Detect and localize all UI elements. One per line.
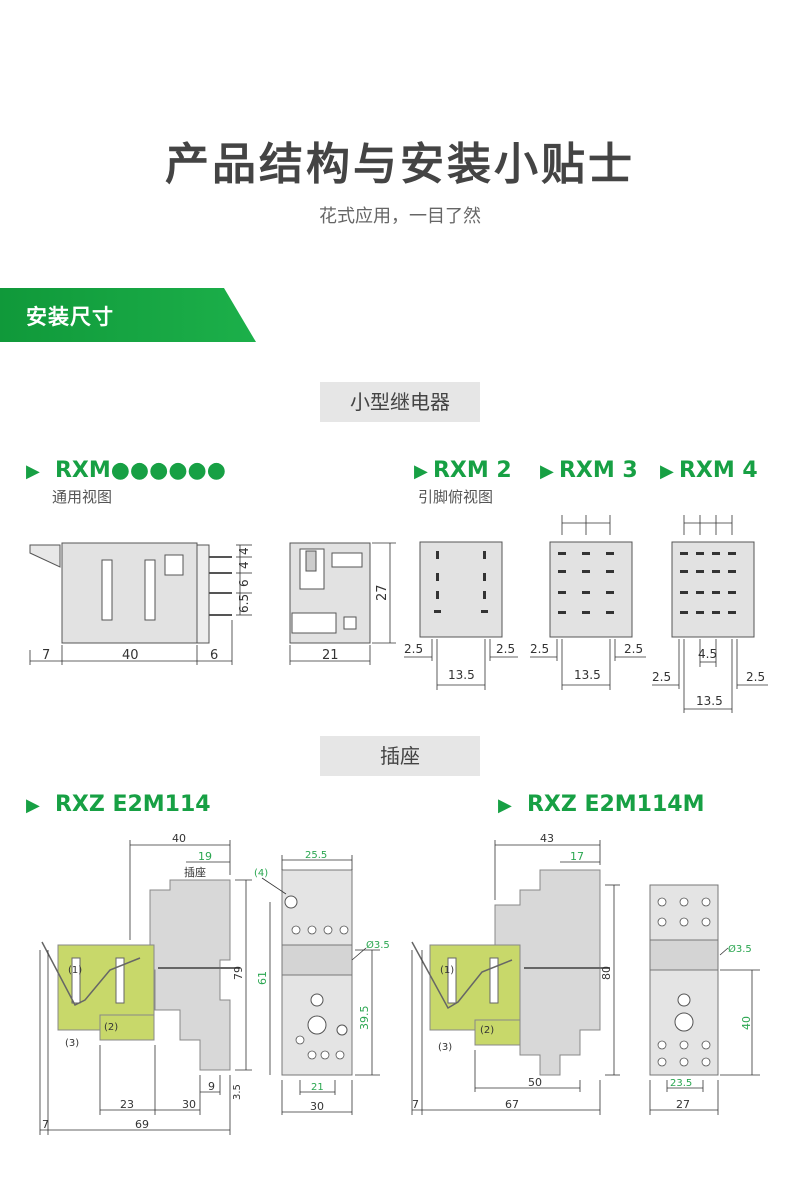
dim-r-17: 17 [570,850,584,863]
dim-side-7: 7 [42,648,50,663]
dim-l-69: 69 [135,1118,149,1131]
dim-rxm4-45: 4.5 [698,647,717,661]
dim-rxm3-25b: 2.5 [624,642,643,656]
dim-l-35: 3.5 [232,1084,243,1100]
dim-r-40: 40 [740,1016,753,1030]
socket-dimension-drawings: 40 19 插座 79 23 30 9 3.5 7 69 (1) (2) (3) [39,832,760,1135]
dim-l-40: 40 [172,832,186,845]
dim-front-27: 27 [375,584,390,601]
dim-l-dia: Ø3.5 [366,939,390,951]
dim-side-40: 40 [122,648,139,663]
dim-r-dia: Ø3.5 [728,943,752,955]
rxm2-pin-view: 2.5 2.5 13.5 [404,541,518,690]
label-r-2: (2) [480,1025,494,1036]
relay-front-view: 27 21 [289,542,396,665]
rxz-right-side-view: 43 17 80 50 7 67 (1) (2) (3) [411,832,620,1115]
label-l-1: (1) [68,965,82,976]
dim-rxm4-135: 13.5 [696,694,723,708]
dim-side-65: 6.5 [237,594,251,613]
dim-l-19: 19 [198,850,212,863]
dim-l-23: 23 [120,1098,134,1111]
rxm4-heading: ▶ RXM 4 [660,458,758,483]
dim-l-9: 9 [208,1080,215,1093]
rxz-left-front-view: 25.5 (4) 61 Ø3.5 39.5 21 30 [254,850,390,1115]
dim-r-80: 80 [600,966,613,980]
dim-l-395: 39.5 [358,1006,371,1031]
rxz-right-front-view: Ø3.5 40 23.5 27 [649,884,760,1115]
dim-l-21: 21 [311,1082,324,1093]
dim-r-50: 50 [528,1076,542,1089]
dim-rxm2-135: 13.5 [448,668,475,682]
rxz-left-heading: ▶ RXZ E2M114 [26,792,211,817]
dim-rxm3-135: 13.5 [574,668,601,682]
dim-l-30: 30 [182,1098,196,1111]
play-icon: ▶ [26,461,40,482]
relay-dimension-drawings: 4 4 6 6.5 7 40 6 27 21 [29,515,768,713]
dim-l-30b: 30 [310,1100,324,1113]
dim-rxm4-25a: 2.5 [652,670,671,684]
dim-front-21: 21 [322,648,339,663]
label-r-1: (1) [440,965,454,976]
play-icon: ▶ [540,461,554,482]
label-l-3: (3) [65,1038,79,1049]
rxz-right-title: RXZ E2M114M [526,792,705,817]
rxm-general-heading: ▶ RXM●●●●●● [26,458,226,483]
dim-r-67: 67 [505,1098,519,1111]
play-icon: ▶ [26,795,40,816]
dim-r-27: 27 [676,1098,690,1111]
dim-r-7: 7 [412,1098,419,1111]
dim-rxm3-25a: 2.5 [530,642,549,656]
dim-l-255: 25.5 [305,850,327,861]
pin-view-caption: 引脚俯视图 [418,488,494,506]
rxm4-title: RXM 4 [678,458,758,483]
dim-r-235: 23.5 [670,1078,692,1089]
dim-l-7: 7 [42,1118,49,1131]
rxm4-pin-view: 4.5 2.5 2.5 13.5 [652,515,768,713]
rxz-left-title: RXZ E2M114 [54,792,211,817]
dim-side-6b: 6 [210,648,218,663]
rxm-general-title: RXM●●●●●● [54,458,226,483]
dim-side-4a: 4 [237,547,251,555]
dim-rxm2-25b: 2.5 [496,642,515,656]
label-l-4: (4) [254,868,268,879]
dim-l-79: 79 [232,966,245,980]
section-banner-label: 安装尺寸 [26,305,114,329]
play-icon: ▶ [498,795,512,816]
relay-section-label: 小型继电器 [320,382,480,422]
label-l-socket: 插座 [184,865,206,879]
play-icon: ▶ [414,461,428,482]
dim-rxm4-25b: 2.5 [746,670,765,684]
play-icon: ▶ [660,461,674,482]
page-subtitle: 花式应用，一目了然 [319,206,481,227]
label-l-2: (2) [104,1022,118,1033]
rxm3-title: RXM 3 [558,458,638,483]
socket-section-label: 插座 [320,736,480,776]
dim-rxm2-25a: 2.5 [404,642,423,656]
section-banner [0,288,256,342]
rxm2-title: RXM 2 [432,458,512,483]
dim-side-4b: 4 [237,561,251,569]
label-r-3: (3) [438,1042,452,1053]
dim-l-61: 61 [256,971,269,985]
rxm-general-caption: 通用视图 [52,488,113,506]
rxm3-heading: ▶ RXM 3 [540,458,638,483]
dim-side-6: 6 [237,579,251,587]
rxz-left-side-view: 40 19 插座 79 23 30 9 3.5 7 69 (1) (2) (3) [39,832,252,1135]
relay-side-view: 4 4 6 6.5 7 40 6 [29,542,252,665]
rxm3-pin-view: 2.5 2.5 13.5 [530,515,646,690]
dim-r-43: 43 [540,832,554,845]
rxm2-heading: ▶ RXM 2 [414,458,512,483]
rxz-right-heading: ▶ RXZ E2M114M [498,792,705,817]
page-title: 产品结构与安装小贴士 [165,139,635,190]
